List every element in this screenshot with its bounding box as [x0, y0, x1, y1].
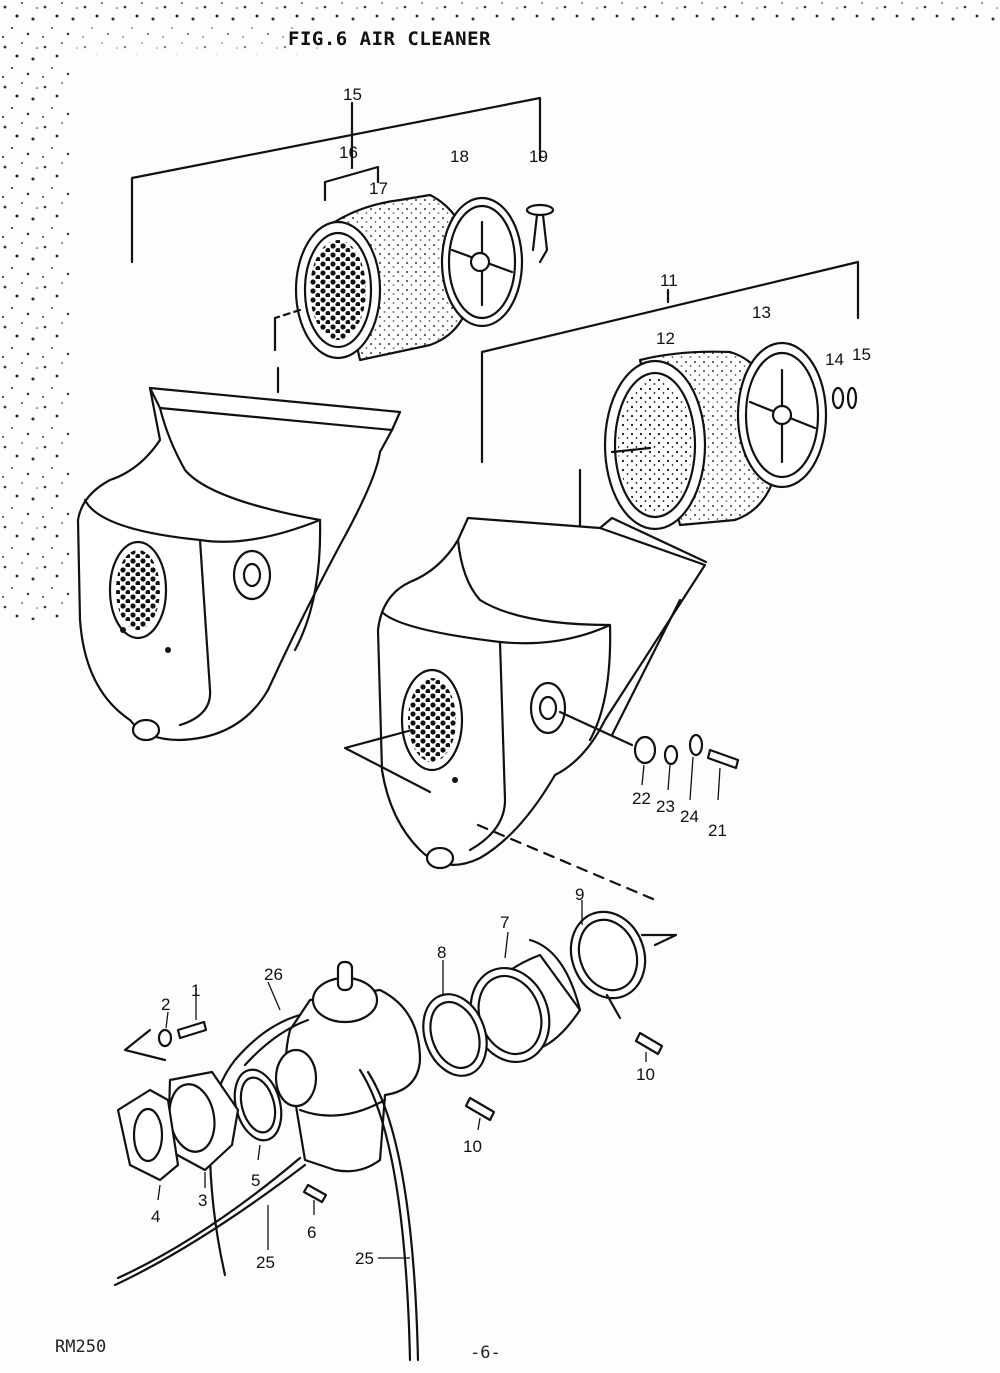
filter-cap-19 [440, 196, 524, 328]
bolt-10-lower [464, 1096, 496, 1122]
callout-14: 14 [825, 350, 844, 369]
callout-5: 5 [251, 1171, 260, 1190]
callout-6: 6 [307, 1223, 316, 1242]
callout-24: 24 [680, 807, 699, 826]
callout-7: 7 [500, 913, 509, 932]
callout-10-lower: 10 [463, 1137, 482, 1156]
callout-12: 12 [656, 329, 675, 348]
grommet-22 [633, 735, 657, 765]
callout-16: 15 [343, 85, 362, 104]
washer-2 [157, 1028, 173, 1048]
collar-23 [663, 744, 679, 766]
nut-14 [831, 386, 845, 410]
bolt-10-upper [634, 1031, 664, 1056]
callout-19: 18 [450, 147, 469, 166]
callout-17: 16 [339, 143, 358, 162]
callout-25-left: 25 [256, 1253, 275, 1272]
callout-2: 2 [161, 995, 170, 1014]
callout-22: 22 [632, 789, 651, 808]
filter-cap-13 [736, 341, 828, 489]
bolt-1 [176, 1020, 208, 1040]
leader-lines [157, 756, 721, 1259]
screw-6 [302, 1183, 328, 1204]
air-cleaner-case-right [343, 516, 740, 904]
callout-21: 21 [708, 821, 727, 840]
model-code: RM250 [55, 1337, 107, 1357]
insulator-4 [116, 1088, 180, 1182]
callout-10-upper: 10 [636, 1065, 655, 1084]
intake-pipe-3 [166, 1070, 240, 1172]
callout-25-right: 25 [355, 1249, 374, 1268]
callout-4: 4 [151, 1207, 160, 1226]
callout-9: 9 [575, 885, 584, 904]
callout-3: 3 [198, 1191, 207, 1210]
air-cleaner-case-left [76, 386, 402, 742]
callout-13: 13 [752, 303, 771, 322]
page-number: -6- [470, 1343, 501, 1363]
washer-24 [688, 733, 704, 757]
callout-20: 19 [529, 147, 548, 166]
scan-noise [0, 0, 1000, 620]
filter-assembly-11 [480, 260, 860, 531]
callout-23: 23 [656, 797, 675, 816]
filter-assembly-16 [130, 96, 555, 394]
washer-15 [846, 386, 858, 410]
filter-element-18 [294, 193, 474, 362]
intake-assembly [113, 910, 678, 1362]
callout-18: 17 [369, 179, 388, 198]
callout-8: 8 [437, 943, 446, 962]
callout-labels: 15 16 17 18 19 11 12 13 14 15 22 23 24 2… [151, 85, 871, 1272]
carburetor [274, 960, 422, 1173]
figure-title: FIG.6 AIR CLEANER [288, 28, 491, 50]
bolt-21 [706, 748, 740, 770]
callout-11: 11 [660, 271, 678, 290]
callout-26: 26 [264, 965, 283, 984]
callout-15: 15 [852, 345, 871, 364]
bolt-20 [525, 203, 555, 264]
callout-1: 1 [191, 981, 200, 1000]
